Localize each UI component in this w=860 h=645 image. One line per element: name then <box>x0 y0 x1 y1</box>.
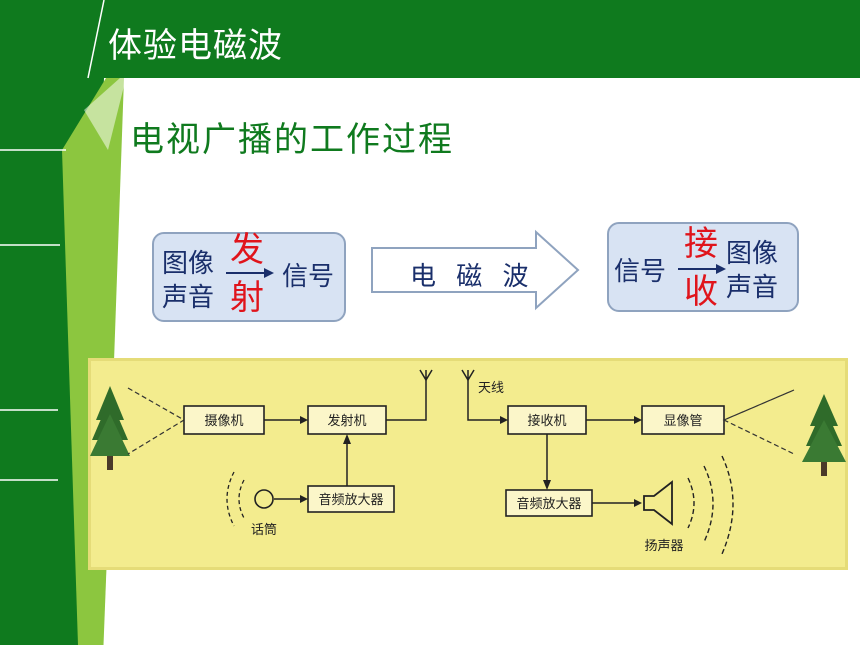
rx-verb-bottom: 收 <box>684 272 718 312</box>
rx-output-sound: 声音 <box>726 273 779 303</box>
tx-verb-top: 发 <box>230 230 264 270</box>
rx-output-image: 图像 <box>726 239 779 269</box>
sound-wave-mic <box>226 471 245 527</box>
tree-right-icon <box>802 394 846 476</box>
left-panel-highlight <box>84 78 126 150</box>
header-divider <box>87 0 105 79</box>
header-bar <box>0 0 860 78</box>
tree-left-icon <box>90 386 130 470</box>
tube-view-lines <box>722 389 795 455</box>
rx-small-arrow <box>678 264 726 274</box>
rx-verb-top: 接 <box>684 224 718 264</box>
camera-block <box>183 405 265 435</box>
microphone-icon <box>254 489 274 509</box>
picture-tube-block <box>641 405 725 435</box>
wave-arrow <box>371 229 580 311</box>
receiver-label: 接收机 <box>527 413 566 429</box>
rx-antenna-line <box>467 380 502 421</box>
tx-antenna-icon <box>419 369 433 382</box>
slide-subtitle: 电视广播的工作过程 <box>130 120 454 160</box>
tx-small-arrow <box>226 268 274 278</box>
audio-amp-rx-block <box>505 489 593 517</box>
sound-wave-speaker <box>687 455 734 555</box>
rx-input-signal: 信号 <box>614 257 667 287</box>
tx-source-sound: 声音 <box>162 283 215 313</box>
microphone-label: 话筒 <box>251 522 277 538</box>
camera-label: 摄像机 <box>204 414 243 429</box>
picture-tube-label: 显像管 <box>663 414 702 429</box>
wave-label: 电 磁 波 <box>410 262 535 292</box>
transmit-box <box>152 232 346 322</box>
audio-amp-tx-label: 音频放大器 <box>318 492 383 508</box>
speaker-label: 扬声器 <box>644 539 683 554</box>
page-title: 体验电磁波 <box>108 26 283 66</box>
tx-output-signal: 信号 <box>282 262 335 292</box>
tv-broadcast-diagram: 摄像机 发射机 音频放大器 话筒 天线 接收机 显像管 音频放大器 扬声器 <box>88 358 848 570</box>
transmitter-label: 发射机 <box>327 413 366 429</box>
audio-amp-rx-label: 音频放大器 <box>516 496 581 512</box>
tx-source-image: 图像 <box>162 249 215 279</box>
receive-box <box>607 222 799 312</box>
tx-verb-bottom: 射 <box>230 278 264 318</box>
transmitter-block <box>307 405 387 435</box>
antenna-label: 天线 <box>478 381 504 396</box>
tx-antenna-line <box>386 378 427 421</box>
speaker-icon <box>643 480 673 526</box>
